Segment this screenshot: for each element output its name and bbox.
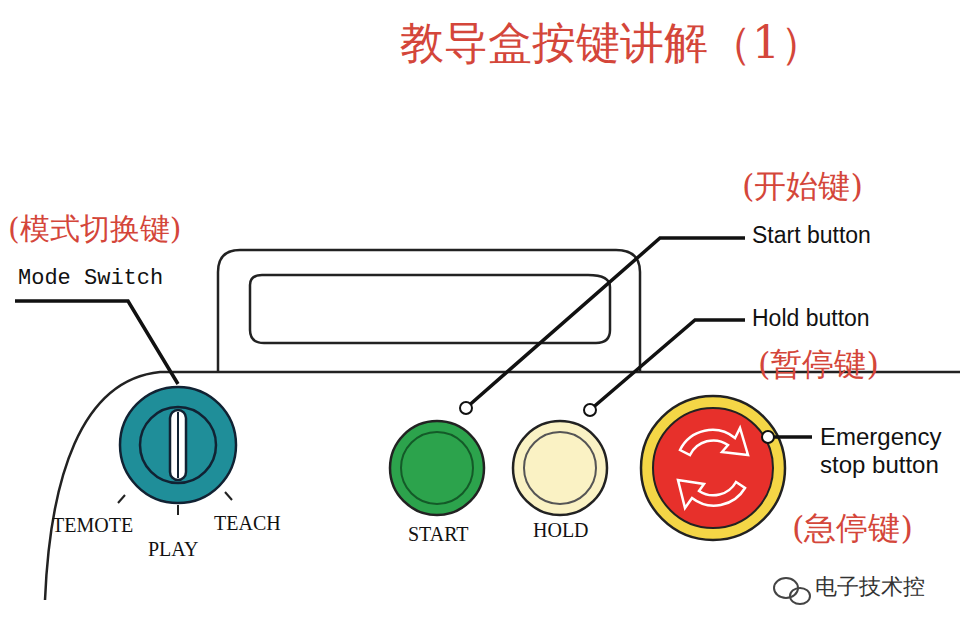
part-name: Hold button [752,305,870,331]
chinese-label: (开始键) [742,168,863,205]
hold-button [513,421,607,515]
chinese-label: (模式切换键) [8,212,181,247]
switch-position: TEACH [214,512,281,535]
pendant-housing [45,250,960,600]
emergency-stop-button [641,396,785,540]
switch-position: PLAY [148,538,198,561]
leader-dots [460,402,774,443]
leader-lines [15,238,812,437]
part-name: Mode Switch [18,266,163,291]
chinese-label: (急停键) [792,510,913,547]
start-button [390,421,484,515]
button-label: HOLD [533,519,589,542]
part-name: Emergency stop button [820,423,955,478]
switch-position: TEMOTE [52,514,133,537]
page-title: 教导盒按键讲解（1） [400,18,824,69]
watermark: 电子技术控 [815,574,925,599]
watermark-icon [774,578,810,604]
chinese-label: (暂停键) [758,346,879,383]
button-label: START [408,523,469,546]
part-name: Start button [752,222,871,248]
mode-switch-knob [118,387,236,515]
